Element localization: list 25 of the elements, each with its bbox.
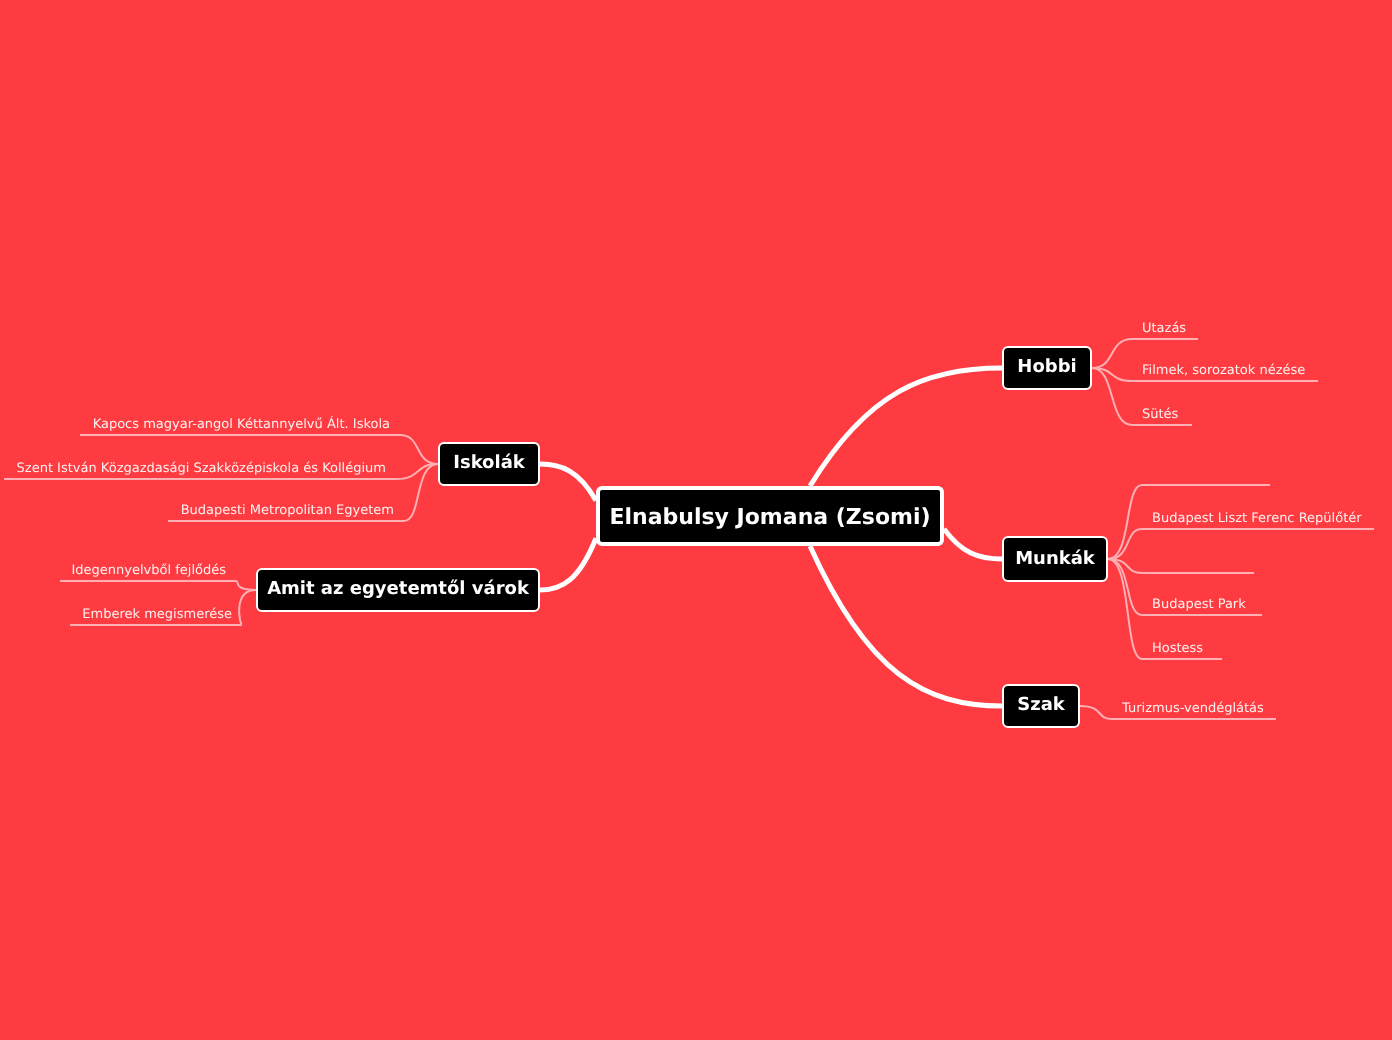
connector-line bbox=[807, 544, 1003, 709]
connector-line bbox=[1091, 367, 1133, 382]
connector-line bbox=[1107, 558, 1143, 616]
connector-line bbox=[395, 463, 439, 480]
connector-line bbox=[942, 527, 1003, 562]
connector-line bbox=[807, 365, 1003, 488]
connector-line bbox=[539, 461, 599, 502]
connector-line bbox=[1079, 705, 1113, 720]
connector-line bbox=[403, 463, 439, 522]
connector-line bbox=[1107, 558, 1143, 660]
central-topic: Elnabulsy Jomana (Zsomi) bbox=[596, 486, 944, 546]
connector-line bbox=[238, 589, 257, 626]
topic-box: Iskolák bbox=[438, 442, 540, 486]
connector-line bbox=[1107, 528, 1143, 560]
connector-line bbox=[235, 580, 257, 591]
topic-box: Hobbi bbox=[1002, 346, 1092, 390]
topic-box: Munkák bbox=[1002, 536, 1108, 582]
connector-line bbox=[1091, 338, 1133, 369]
connector-line bbox=[399, 434, 439, 465]
topic-box: Szak bbox=[1002, 684, 1080, 728]
connector-line bbox=[1091, 367, 1133, 426]
connector-line bbox=[539, 537, 599, 593]
topic-box: Amit az egyetemtől várok bbox=[256, 568, 540, 612]
connector-line bbox=[1107, 484, 1143, 560]
connector-line bbox=[1107, 558, 1143, 574]
